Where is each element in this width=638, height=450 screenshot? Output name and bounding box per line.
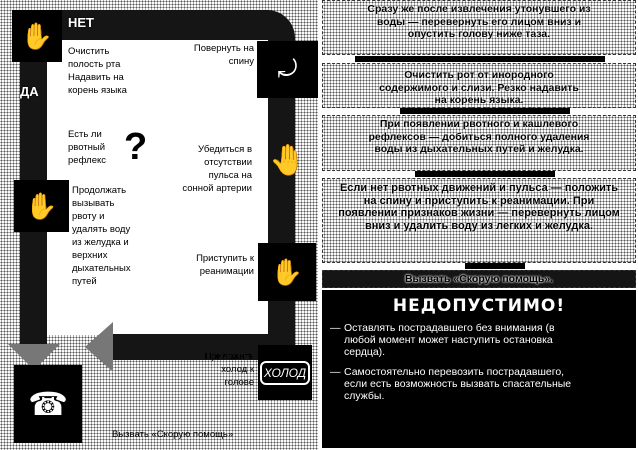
step-continue-vomit: Продолжать вызывать рвоту и удалять воду…: [72, 185, 131, 287]
dash: —: [330, 366, 341, 378]
warning-item-text: Самостоятельно перевозить пострадавшего,…: [344, 366, 572, 402]
step-call-ambulance: Вызвать «Скорую помощь»: [112, 429, 234, 440]
arrow-down-icon: [8, 344, 60, 370]
instruction-2: Очистить рот от инородного содержимого и…: [322, 63, 636, 108]
vomit-induce-icon: ✋: [12, 10, 62, 62]
step-turn-back: Повернуть на спину: [193, 43, 254, 67]
warning-item: —Самостоятельно перевозить пострадавшего…: [330, 366, 580, 402]
step-clear-mouth: Очистить полость рта Надавить на корень …: [68, 46, 127, 96]
cold-pack-icon: ХОЛОД: [258, 345, 312, 400]
step-resuscitation: Приступить к реанимации: [196, 253, 254, 277]
cold-label: ХОЛОД: [259, 360, 311, 385]
instruction-4: Если нет рвотных движений и пульса — пол…: [322, 178, 636, 263]
instruction-1: Сразу же после извлечения утонувшего из …: [322, 0, 636, 55]
instruction-3: При появлении рвотного и кашлевого рефле…: [322, 115, 636, 171]
pulse-check-icon: 🤚: [269, 144, 307, 177]
warning-panel: НЕДОПУСТИМО! —Оставлять пострадавшего бе…: [322, 290, 636, 448]
dash: —: [330, 322, 341, 334]
yes-label: ДА: [20, 84, 39, 99]
step-vomit-reflex-question: Есть ли рвотный рефлекс: [68, 129, 107, 166]
arrow-left-icon: [85, 322, 113, 372]
warning-item: —Оставлять пострадавшего без внимания (в…: [330, 322, 580, 358]
warning-item-text: Оставлять пострадавшего без внимания (в …: [344, 322, 555, 358]
question-mark-icon: ?: [124, 126, 148, 168]
divider: [400, 108, 570, 114]
instruction-call-ambulance: Вызвать «Скорую помощь».: [322, 270, 636, 288]
turn-over-icon: ⤾: [257, 41, 318, 98]
phone-icon: ☎: [14, 365, 82, 443]
flow-inner-area: [45, 40, 270, 335]
step-check-pulse: Убедиться в отсутствии пульса на сонной …: [182, 144, 252, 194]
divider: [415, 171, 555, 177]
vomit-continue-icon: ✋: [14, 180, 69, 232]
no-label: НЕТ: [68, 15, 94, 30]
warning-title: НЕДОПУСТИМО!: [392, 296, 566, 316]
divider: [355, 56, 605, 62]
resuscitation-icon: ✋: [258, 243, 316, 301]
flow-band-top: [20, 10, 295, 40]
divider: [465, 263, 525, 269]
step-apply-cold: Приложить холод к голове: [204, 351, 254, 388]
